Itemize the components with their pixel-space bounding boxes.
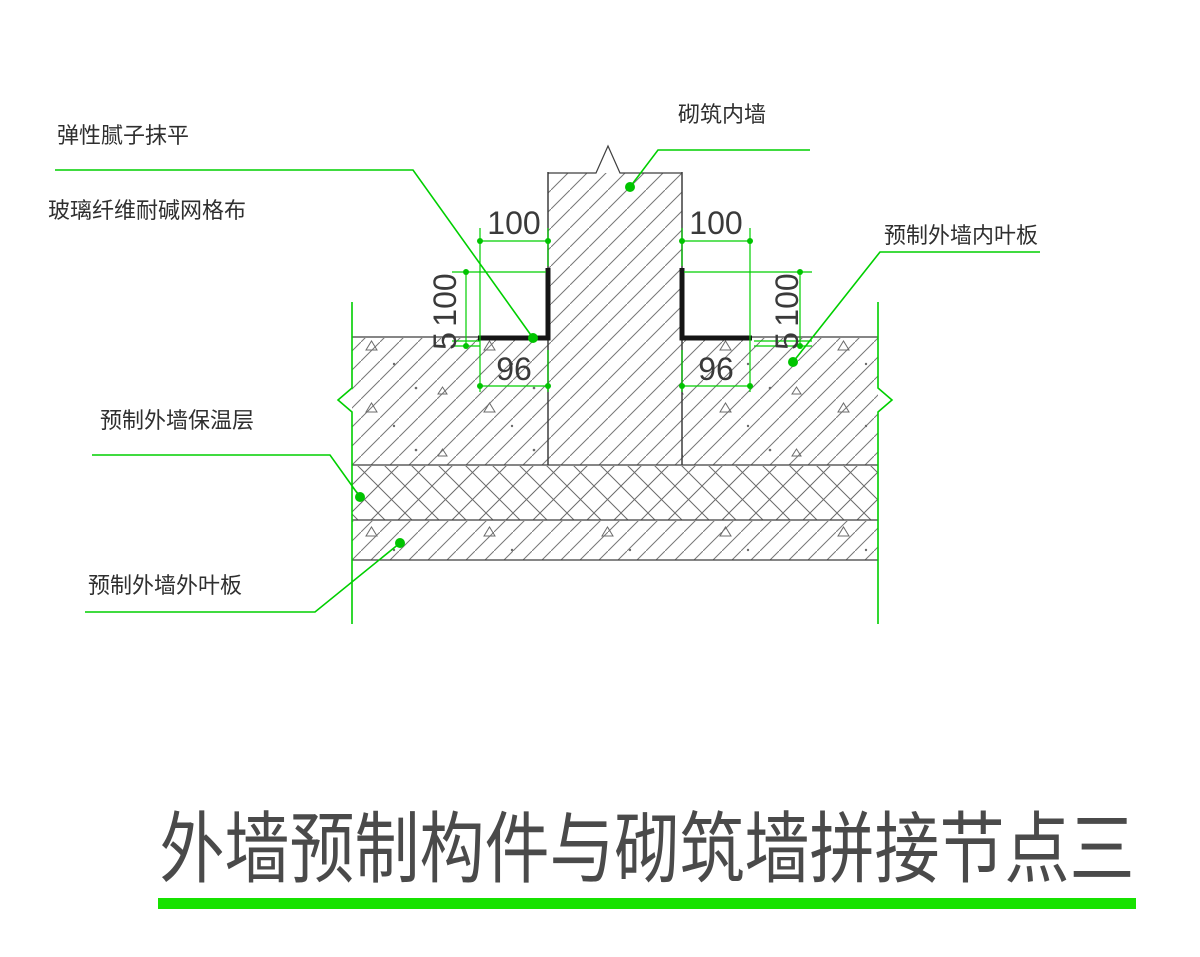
dim-left-height: 100 — [427, 273, 463, 326]
outer-leaf-panel-section — [352, 521, 878, 560]
dim-bottom-left: 96 — [496, 351, 532, 387]
inner-leaf-panel-section — [352, 338, 878, 465]
dimension-lines — [452, 228, 812, 392]
dim-top-left: 100 — [487, 205, 540, 241]
title-underline — [158, 898, 1136, 909]
right-break-line — [877, 302, 894, 624]
dim-line-left-vertical — [452, 271, 546, 347]
dim-bottom-right: 96 — [698, 351, 734, 387]
right-corner-angle — [679, 268, 752, 341]
leader-dots — [355, 182, 798, 548]
dim-line-top-left — [479, 228, 549, 392]
dot-outer-leaf-point — [395, 538, 405, 548]
dim-right-height: 100 — [769, 273, 805, 326]
left-corner-angle — [478, 268, 551, 341]
dot-masonry-point — [625, 182, 635, 192]
label-fiberglass-mesh: 玻璃纤维耐碱网格布 — [48, 198, 246, 223]
label-insulation-layer: 预制外墙保温层 — [100, 408, 254, 433]
dimension-terminators — [463, 238, 803, 389]
dot-putty-point — [528, 333, 538, 343]
dot-insulation-point — [355, 492, 365, 502]
left-break-line — [336, 302, 353, 624]
leader-masonry-wall — [629, 149, 810, 188]
leader-lines — [55, 149, 1040, 613]
dot-inner-leaf-point — [788, 357, 798, 367]
leader-elastic-putty — [55, 169, 534, 339]
insulation-layer-section — [352, 466, 878, 520]
label-outer-leaf-panel: 预制外墙外叶板 — [88, 573, 242, 598]
drawing-title: 外墙预制构件与砌筑墙拼接节点三 — [160, 806, 1135, 893]
dim-top-right: 100 — [689, 205, 742, 241]
corner-angles — [478, 268, 752, 341]
edge-break-lines — [336, 302, 894, 624]
dim-left-gap: 5 — [427, 332, 463, 350]
label-elastic-putty: 弹性腻子抹平 — [57, 123, 189, 148]
label-masonry-inner-wall: 砌筑内墙 — [678, 102, 766, 127]
dim-right-gap: 5 — [769, 332, 805, 350]
label-inner-leaf-panel: 预制外墙内叶板 — [884, 223, 1038, 248]
dim-line-right-vertical — [684, 271, 812, 347]
leader-inner-leaf — [792, 251, 1040, 363]
leader-insulation — [92, 454, 361, 498]
leader-outer-leaf — [85, 542, 401, 613]
dim-line-top-right — [681, 228, 751, 392]
masonry-wall-section — [548, 173, 682, 465]
